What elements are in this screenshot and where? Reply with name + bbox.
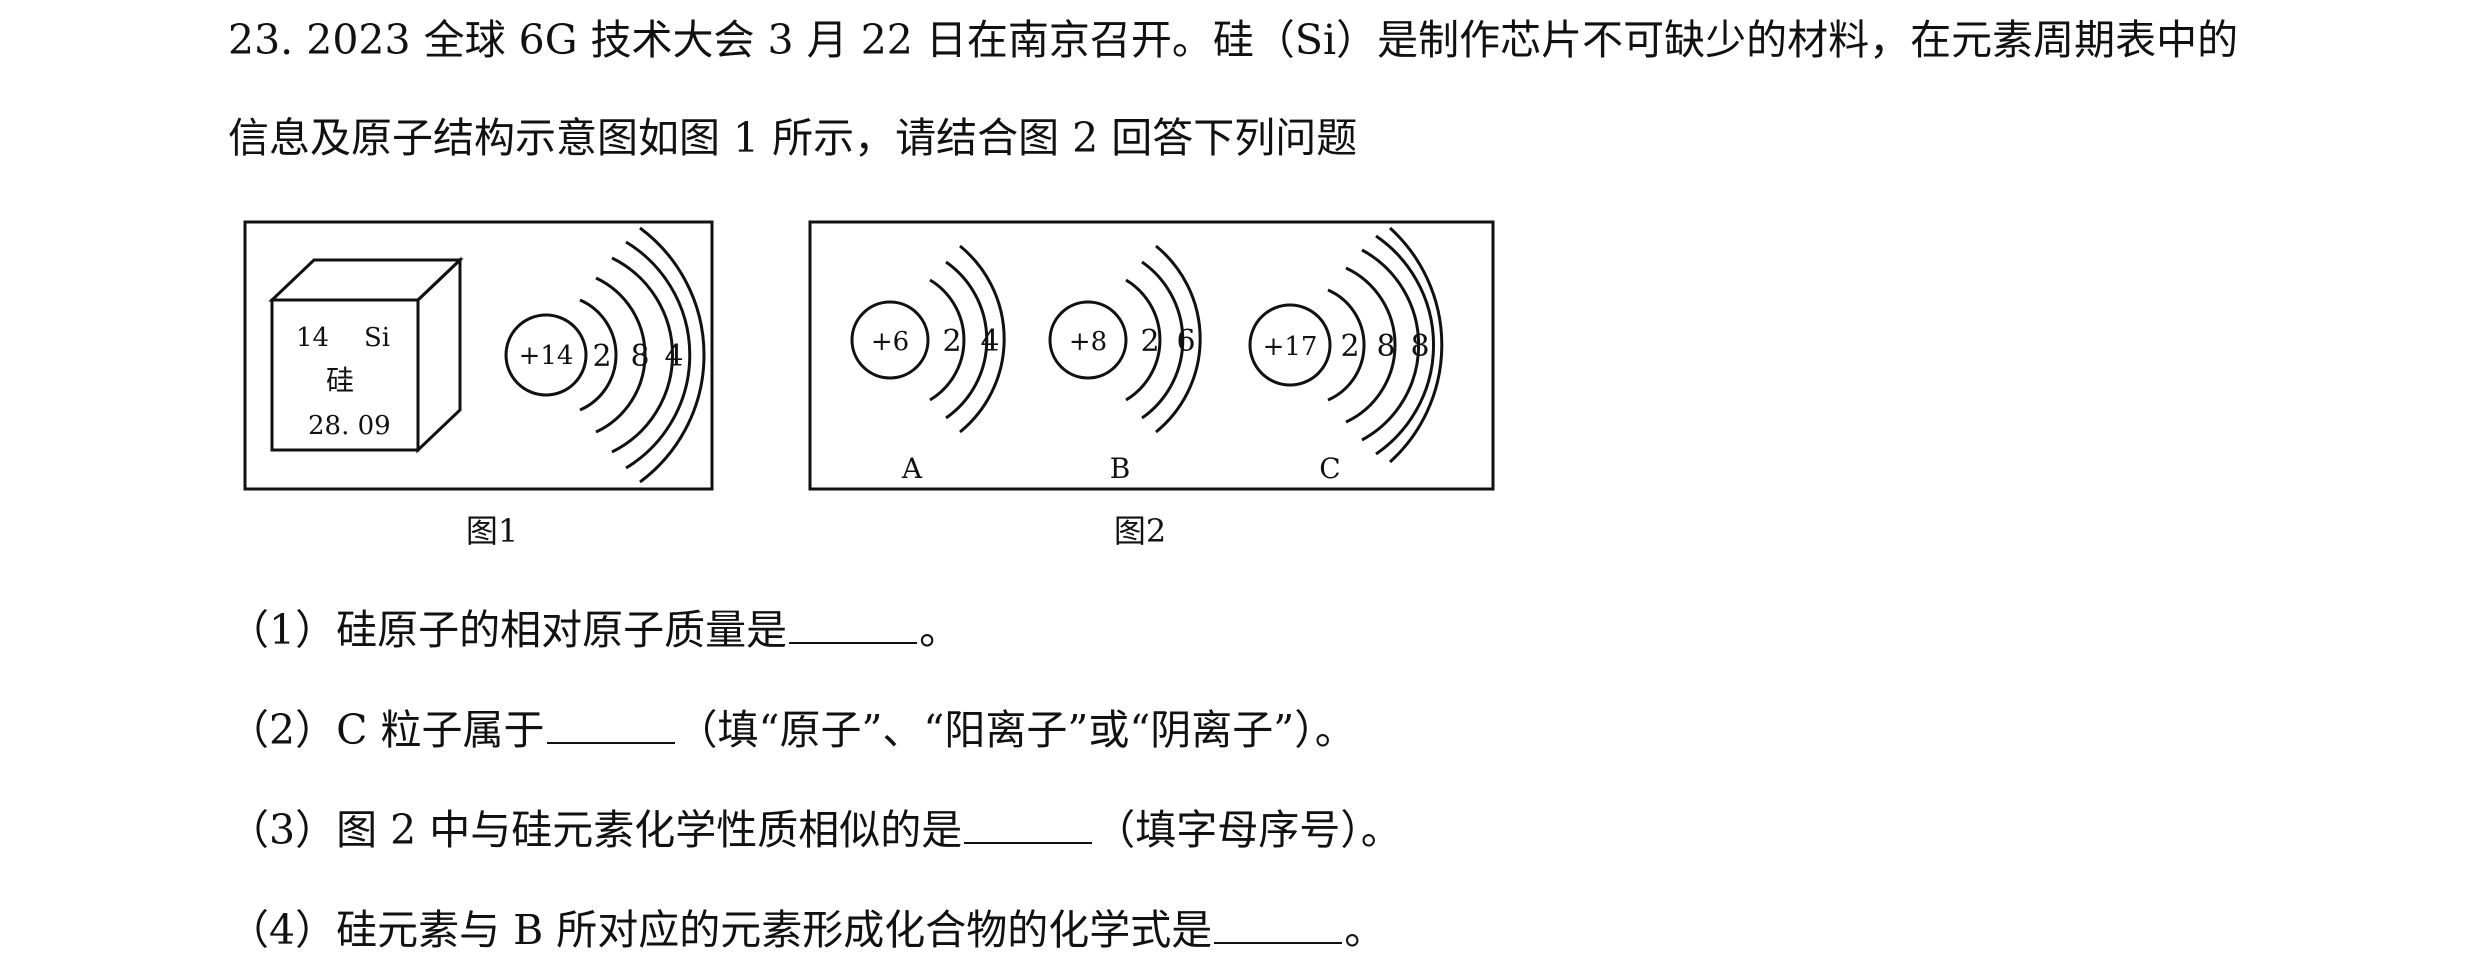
particle-a-diagram: +6 2 4 A [850,244,1006,485]
element-symbol: Si [364,323,390,353]
shell-electrons: 2 [1340,329,1359,364]
answer-blank-2[interactable] [546,708,675,744]
figure2-frame [808,220,1495,491]
nucleus-charge: +8 [1069,327,1107,357]
subquestion-4: （4）硅元素与 B 所对应的元素形成化合物的化学式是 。 [228,908,1385,951]
subquestion-3-suffix: （填字母序号）。 [1094,806,1402,854]
nucleus-charge: +6 [871,327,909,357]
si-atom-diagram: +14 2 8 4 [504,226,706,484]
answer-blank-4[interactable] [1214,908,1343,944]
shell-electrons: 6 [1176,324,1195,359]
particle-c-diagram: +17 2 8 8 C [1248,226,1444,485]
nucleus [1048,300,1128,380]
element-name: 硅 [326,364,354,397]
atomic-mass: 28. 09 [308,411,391,441]
shell-electrons: 8 [630,339,649,374]
shell-electrons: 8 [1410,329,1429,364]
nucleus-charge: +14 [519,341,574,371]
nucleus-charge: +17 [1263,332,1318,362]
subquestion-2: （2）C 粒子属于 （填“原子”、“阳离子”或“阴离子”）。 [228,708,1356,751]
shell-electrons: 2 [592,339,611,374]
shell-electrons: 4 [980,324,999,359]
subquestion-1-suffix: 。 [919,606,961,654]
shell-electrons: 2 [1140,324,1159,359]
subquestion-1: （1）硅原子的相对原子质量是 。 [228,608,960,651]
subquestion-4-text: （4）硅元素与 B 所对应的元素形成化合物的化学式是 [228,906,1213,954]
subquestion-3: （3）图 2 中与硅元素化学性质相似的是 （填字母序号）。 [228,808,1402,851]
nucleus [850,300,930,380]
subquestion-4-suffix: 。 [1344,906,1386,954]
answer-blank-3[interactable] [964,808,1093,844]
particle-label: C [1319,452,1340,485]
question-intro-line-1: 23. 2023 全球 6G 技术大会 3 月 22 日在南京召开。硅（Si）是… [228,16,2239,64]
subquestion-1-text: （1）硅原子的相对原子质量是 [228,606,788,654]
particle-b-diagram: +8 2 6 B [1048,244,1202,485]
figure1-frame [243,220,714,491]
shell-electrons: 2 [942,324,961,359]
particle-label: A [901,452,923,485]
shell-electrons: 8 [1376,329,1395,364]
figures: 14 Si 硅 28. 09 +14 2 8 4 图1 +6 2 4 A +8 [243,220,1495,550]
figure1-caption: 图1 [466,512,518,550]
subquestion-2-text: （2）C 粒子属于 [228,706,545,754]
particle-label: B [1110,452,1131,485]
question-intro-line-2: 信息及原子结构示意图如图 1 所示，请结合图 2 回答下列问题 [228,114,1358,162]
answer-blank-1[interactable] [789,608,918,644]
shell-electrons: 4 [664,339,683,374]
atomic-number: 14 [296,323,329,353]
element-card: 14 Si 硅 28. 09 [268,256,464,454]
figure2-caption: 图2 [1114,512,1166,550]
subquestion-3-text: （3）图 2 中与硅元素化学性质相似的是 [228,806,963,854]
nucleus [504,313,588,397]
nucleus [1248,303,1332,387]
subquestion-2-suffix: （填“原子”、“阳离子”或“阴离子”）。 [676,706,1356,754]
